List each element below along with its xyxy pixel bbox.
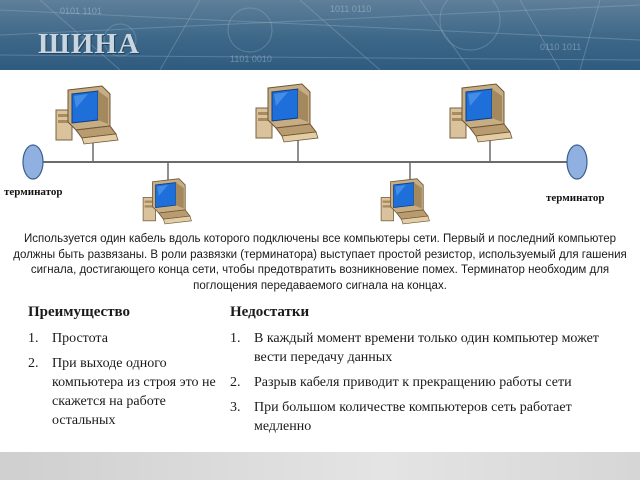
disadvantages-column: Недостатки 1. В каждый момент времени тол… — [230, 304, 630, 442]
list-number: 3. — [230, 400, 241, 415]
terminator-label-left: терминатор — [4, 186, 63, 198]
list-item: 2. Разрыв кабеля приводит к прекращению р… — [230, 373, 630, 392]
svg-text:0110 1011: 0110 1011 — [540, 42, 581, 52]
terminator-right — [566, 144, 588, 180]
computer-icon — [255, 83, 319, 143]
advantages-heading: Преимущество — [28, 304, 131, 320]
footer-bar — [0, 452, 640, 480]
list-text: Простота — [52, 331, 108, 346]
list-number: 1. — [230, 331, 241, 346]
title-banner: 0101 1101 1011 0110 0110 1011 1101 0010 ШИ… — [0, 0, 640, 70]
terminator-label-right: терминатор — [546, 192, 605, 204]
slide-title: ШИНА — [38, 28, 140, 60]
list-item: 1. Простота — [28, 329, 228, 348]
banner-texture: 0101 1101 1011 0110 0110 1011 1101 0010 — [0, 0, 640, 70]
list-text: В каждый момент времени только один комп… — [254, 331, 599, 365]
list-number: 2. — [28, 356, 39, 371]
computer-icon — [142, 178, 192, 225]
computer-icon — [449, 83, 513, 143]
disadvantages-list: 1. В каждый момент времени только один ко… — [230, 329, 630, 436]
advantages-column: Преимущество 1. Простота 2. При выходе одн… — [28, 304, 228, 436]
computer-icon — [55, 85, 119, 145]
computer-icon — [380, 178, 430, 225]
svg-text:0101 1101: 0101 1101 — [60, 6, 102, 16]
list-text: При выходе одного компьютера из строя эт… — [52, 356, 216, 428]
bus-topology-diagram — [22, 83, 588, 225]
disadvantages-heading: Недостатки — [230, 304, 310, 320]
list-text: При большом количестве компьютеров сеть … — [254, 400, 572, 434]
list-text: Разрыв кабеля приводит к прекращению раб… — [254, 375, 572, 390]
list-item: 1. В каждый момент времени только один ко… — [230, 329, 630, 367]
list-number: 1. — [28, 331, 39, 346]
list-item: 3. При большом количестве компьютеров сет… — [230, 398, 630, 436]
advantages-list: 1. Простота 2. При выходе одного компьютер… — [28, 329, 228, 430]
list-number: 2. — [230, 375, 241, 390]
svg-text:1101 0010: 1101 0010 — [230, 54, 272, 64]
description-text: Используется один кабель вдоль которого … — [13, 233, 627, 292]
terminator-left — [22, 144, 44, 180]
list-item: 2. При выходе одного компьютера из строя … — [28, 354, 228, 430]
svg-text:1011 0110: 1011 0110 — [330, 4, 371, 14]
